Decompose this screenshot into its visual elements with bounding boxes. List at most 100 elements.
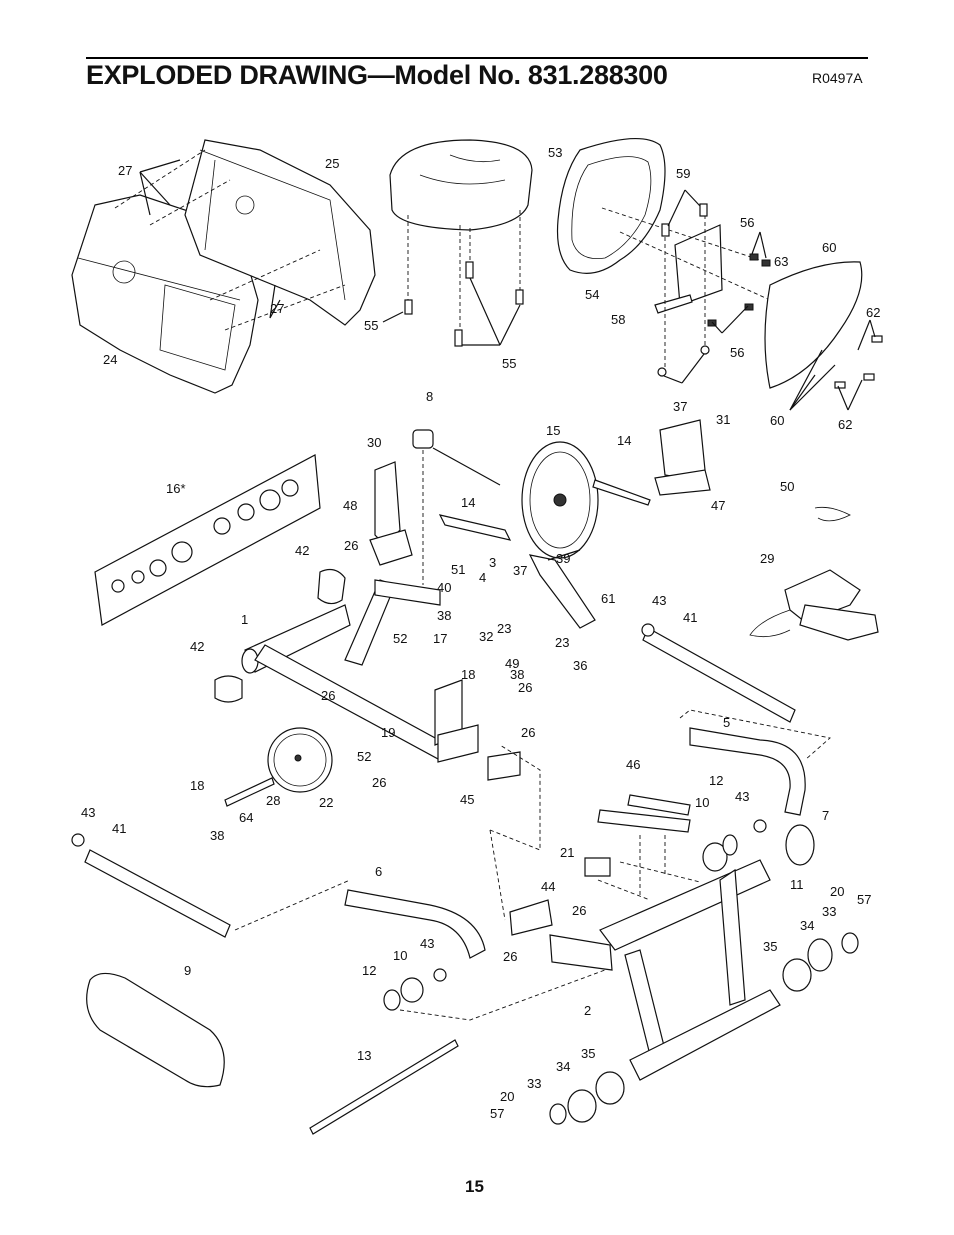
part-label-10: 10 [695, 795, 709, 810]
part-label-30: 30 [367, 435, 381, 450]
page-title: EXPLODED DRAWING—Model No. 831.288300 [86, 60, 668, 90]
part-label-52: 52 [393, 631, 407, 646]
part-label-54: 54 [585, 287, 599, 302]
part-label-2: 2 [584, 1003, 591, 1018]
part-label-31: 31 [716, 412, 730, 427]
part-label-27: 27 [118, 163, 132, 178]
part-label-22: 22 [319, 795, 333, 810]
part-label-62: 62 [838, 417, 852, 432]
top-rule [86, 57, 868, 59]
part-label-57: 57 [857, 892, 871, 907]
parts-kit-16-box [94, 454, 321, 626]
part-label-57: 57 [490, 1106, 504, 1121]
part-label-3: 3 [489, 555, 496, 570]
part-label-56: 56 [730, 345, 744, 360]
part-label-58: 58 [611, 312, 625, 327]
part-label-62: 62 [866, 305, 880, 320]
part-label-50: 50 [780, 479, 794, 494]
part-label-26: 26 [344, 538, 358, 553]
part-label-26: 26 [572, 903, 586, 918]
main-frame-drawing [214, 568, 521, 807]
part-label-39: 39 [556, 551, 570, 566]
part-label-5: 5 [723, 715, 730, 730]
part-label-46: 46 [626, 757, 640, 772]
part-label-26: 26 [503, 949, 517, 964]
part-label-53: 53 [548, 145, 562, 160]
part-label-47: 47 [711, 498, 725, 513]
part-label-21: 21 [560, 845, 574, 860]
part-label-56: 56 [740, 215, 754, 230]
backrest-drawing [556, 138, 883, 411]
part-label-38: 38 [210, 828, 224, 843]
part-label-33: 33 [527, 1076, 541, 1091]
part-label-24: 24 [103, 352, 117, 367]
part-label-49: 49 [505, 656, 519, 671]
part-label-35: 35 [581, 1046, 595, 1061]
part-label-1: 1 [241, 612, 248, 627]
part-label-14: 14 [461, 495, 475, 510]
part-label-20: 20 [830, 884, 844, 899]
part-label-7: 7 [822, 808, 829, 823]
part-label-20: 20 [500, 1089, 514, 1104]
part-label-26: 26 [321, 688, 335, 703]
part-label-36: 36 [573, 658, 587, 673]
part-label-33: 33 [822, 904, 836, 919]
part-label-41: 41 [112, 821, 126, 836]
part-label-63: 63 [774, 254, 788, 269]
part-label-42: 42 [295, 543, 309, 558]
part-label-12: 12 [362, 963, 376, 978]
part-label-35: 35 [763, 939, 777, 954]
part-label-17: 17 [433, 631, 447, 646]
part-label-9: 9 [184, 963, 191, 978]
part-label-44: 44 [541, 879, 555, 894]
part-label-45: 45 [460, 792, 474, 807]
console-drawing [749, 506, 879, 641]
part-label-55: 55 [364, 318, 378, 333]
part-label-41: 41 [683, 610, 697, 625]
part-label-13: 13 [357, 1048, 371, 1063]
part-label-52: 52 [357, 749, 371, 764]
part-label-28: 28 [266, 793, 280, 808]
part-label-27: 27 [270, 301, 284, 316]
part-label-43: 43 [420, 936, 434, 951]
seat-drawing [382, 139, 533, 347]
page-number: 15 [465, 1177, 484, 1196]
part-label-59: 59 [676, 166, 690, 181]
part-label-25: 25 [325, 156, 339, 171]
part-label-38: 38 [510, 667, 524, 682]
part-label-6: 6 [375, 864, 382, 879]
part-label-60: 60 [822, 240, 836, 255]
part-label-40: 40 [437, 580, 451, 595]
part-label-43: 43 [652, 593, 666, 608]
part-label-26: 26 [518, 680, 532, 695]
part-number-labels: 27 25 27 24 53 55 55 59 56 60 63 54 62 5… [81, 145, 880, 1121]
part-label-34: 34 [556, 1059, 570, 1074]
part-label-23: 23 [497, 621, 511, 636]
part-label-8: 8 [426, 389, 433, 404]
part-label-15: 15 [546, 423, 560, 438]
part-label-23: 23 [555, 635, 569, 650]
part-label-60: 60 [770, 413, 784, 428]
part-label-43: 43 [735, 789, 749, 804]
shroud-drawing [71, 139, 376, 394]
part-label-10: 10 [393, 948, 407, 963]
part-label-64: 64 [239, 810, 253, 825]
part-label-34: 34 [800, 918, 814, 933]
part-label-43: 43 [81, 805, 95, 820]
part-label-32: 32 [479, 629, 493, 644]
part-label-26: 26 [521, 725, 535, 740]
drawing-reference-code: R0497A [812, 70, 863, 86]
flywheel-and-crank-drawing [369, 419, 711, 629]
part-label-18: 18 [461, 667, 475, 682]
base-and-stabilizers-drawing [71, 623, 859, 1135]
part-label-11: 11 [790, 877, 804, 892]
part-label-29: 29 [760, 551, 774, 566]
part-label-19: 19 [381, 725, 395, 740]
part-label-51: 51 [451, 562, 465, 577]
part-label-55: 55 [502, 356, 516, 371]
part-label-4: 4 [479, 570, 486, 585]
part-label-37: 37 [513, 563, 527, 578]
part-label-42: 42 [190, 639, 204, 654]
